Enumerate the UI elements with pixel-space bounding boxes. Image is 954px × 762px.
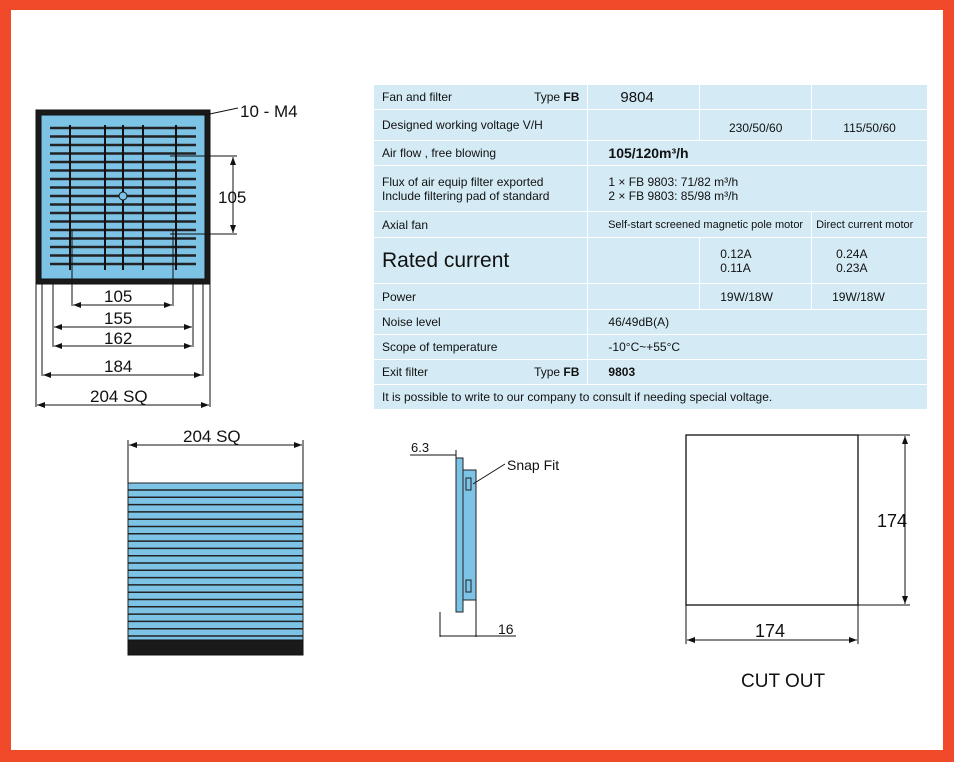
cell: 0.12A	[720, 246, 752, 261]
table-row: Designed working voltage V/H 230/50/60 1…	[372, 109, 928, 141]
row-label: Fan and filter	[382, 90, 453, 104]
dim-label: 162	[104, 329, 132, 348]
table-row: Air flow , free blowing 105/120m³/h	[372, 140, 928, 166]
dim-label: 184	[104, 357, 132, 376]
side-view	[410, 450, 516, 637]
screw-label: 10 - M4	[240, 102, 298, 121]
type-label: Type	[534, 90, 561, 104]
top-view	[127, 440, 304, 656]
row-label: Include filtering pad of standard	[382, 188, 550, 203]
row-label: Power	[372, 283, 589, 310]
dim-label: 16	[498, 621, 514, 637]
cell: 0.11A	[720, 260, 751, 275]
cell: Self-start screened magnetic pole motor	[587, 211, 813, 238]
dim-label: 174	[877, 511, 907, 531]
cell	[587, 109, 701, 141]
cell: 2 × FB 9803: 85/98 m³/h	[608, 188, 739, 203]
type-value: FB	[563, 90, 580, 104]
table-row: Power 19W/18W 19W/18W	[372, 283, 928, 310]
dim-label: 204 SQ	[90, 387, 148, 406]
snap-fit-label: Snap Fit	[507, 457, 559, 473]
cutout-view	[685, 434, 910, 644]
cutout-title: CUT OUT	[741, 671, 825, 692]
cell: 0.23A	[836, 260, 868, 275]
cell: 1 × FB 9803: 71/82 m³/h	[608, 174, 739, 189]
cell: Direct current motor	[811, 211, 928, 238]
cell	[587, 283, 701, 310]
dim-label: 174	[755, 621, 785, 641]
table-row: Axial fan Self-start screened magnetic p…	[372, 211, 928, 238]
dim-label: 6.3	[411, 440, 429, 455]
table-footer-row: It is possible to write to our company t…	[373, 384, 928, 410]
row-label: Air flow , free blowing	[372, 140, 589, 166]
cell: 0.24A	[836, 246, 868, 261]
cell	[699, 84, 813, 110]
row-label: Noise level	[372, 309, 589, 335]
dim-label: 204 SQ	[183, 427, 241, 446]
type-value: FB	[563, 365, 580, 379]
footer-note: It is possible to write to our company t…	[373, 384, 928, 410]
cell: 115/50/60	[811, 109, 928, 141]
dim-label: 105	[218, 188, 246, 207]
row-label: Exit filter	[382, 365, 429, 379]
dim-label: 105	[104, 287, 132, 306]
row-label: Flux of air equip filter exported	[382, 174, 544, 189]
row-label: Rated current	[372, 237, 589, 284]
front-view	[35, 107, 239, 408]
row-label: Axial fan	[372, 211, 589, 238]
type-label: Type	[534, 365, 561, 379]
row-label: Designed working voltage V/H	[372, 109, 589, 141]
dim-label: 155	[104, 309, 132, 328]
